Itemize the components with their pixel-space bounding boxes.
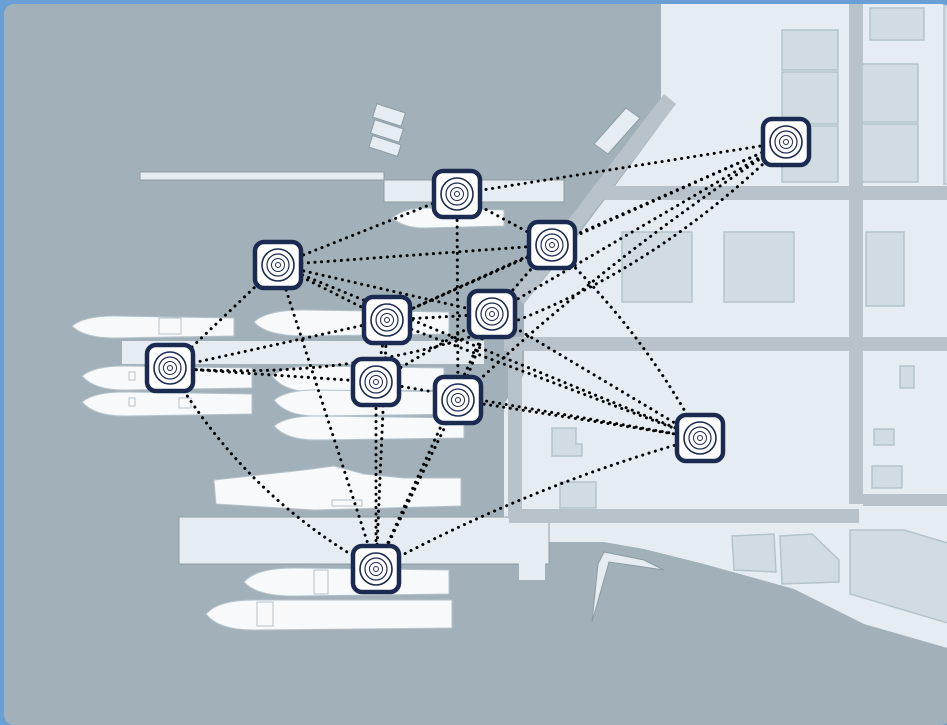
link-D-J (276, 263, 378, 571)
jetty-arm (591, 551, 665, 623)
ship-deck (256, 601, 274, 627)
building (943, 4, 947, 185)
building (723, 231, 795, 303)
network-links (168, 140, 788, 571)
link-A-B (455, 140, 788, 196)
building (873, 428, 895, 446)
map-frame (4, 4, 947, 725)
road-vertical-west (508, 349, 522, 519)
pier-block (368, 135, 402, 157)
ship (81, 391, 253, 417)
ship (205, 599, 453, 631)
building (621, 231, 693, 303)
building (899, 365, 915, 389)
network-map[interactable] (4, 4, 947, 725)
link-C-F (490, 243, 554, 316)
building (781, 71, 839, 125)
link-C-D (276, 243, 554, 267)
node-f-radar-target-icon[interactable] (466, 288, 518, 340)
node-b-radar-target-icon[interactable] (431, 168, 483, 220)
road-vertical-east (849, 4, 863, 504)
ship (243, 567, 450, 597)
ship (273, 415, 465, 441)
link-E-F (385, 312, 494, 322)
node-g-radar-target-icon[interactable] (144, 342, 196, 394)
road-east-strip (863, 494, 947, 506)
node-c-radar-target-icon[interactable] (526, 219, 578, 271)
ship-deck (178, 397, 192, 409)
link-F-K (490, 312, 702, 440)
ship-deck (128, 397, 136, 407)
building (781, 29, 839, 71)
link-E-K (385, 318, 702, 440)
building (551, 427, 583, 457)
building (871, 465, 903, 489)
link-H-K (374, 380, 702, 440)
road-horizontal-mid (504, 337, 947, 351)
node-h-radar-target-icon[interactable] (350, 356, 402, 408)
link-D-F (276, 263, 494, 316)
pier-block (369, 119, 405, 143)
node-a-radar-target-icon[interactable] (760, 116, 812, 168)
link-A-F (490, 140, 788, 316)
road-horizontal-north (604, 186, 947, 200)
node-i-radar-target-icon[interactable] (432, 374, 484, 426)
link-A-G (168, 140, 788, 373)
link-B-C (455, 192, 554, 247)
pier-block (371, 103, 407, 127)
ship-deck (128, 371, 136, 381)
ship (213, 465, 462, 511)
link-E-G (168, 318, 389, 370)
south-quay (178, 516, 550, 565)
link-G-J (168, 366, 378, 571)
link-A-C (550, 140, 788, 247)
buildings-layer (551, 4, 947, 624)
link-J-K (374, 436, 702, 571)
node-k-radar-target-icon[interactable] (674, 412, 726, 464)
ship-deck (158, 317, 182, 335)
ship-deck (313, 569, 329, 595)
north-structures (368, 103, 665, 623)
building (861, 63, 919, 123)
ship (71, 315, 235, 339)
ship-deck (331, 499, 363, 507)
node-e-radar-target-icon[interactable] (361, 294, 413, 346)
building (849, 529, 947, 624)
breakwater-tail (519, 544, 545, 580)
building (559, 481, 597, 509)
link-B-D (276, 192, 459, 267)
building (865, 231, 905, 307)
building (861, 123, 919, 183)
crane-arm (593, 107, 641, 155)
link-F-I (456, 312, 494, 402)
building (731, 533, 777, 573)
building (779, 533, 840, 585)
road-horizontal-south (509, 509, 859, 523)
link-E-J (374, 318, 389, 571)
node-d-radar-target-icon[interactable] (252, 239, 304, 291)
network-nodes (144, 116, 812, 595)
node-j-radar-target-icon[interactable] (350, 543, 402, 595)
building (869, 7, 925, 41)
